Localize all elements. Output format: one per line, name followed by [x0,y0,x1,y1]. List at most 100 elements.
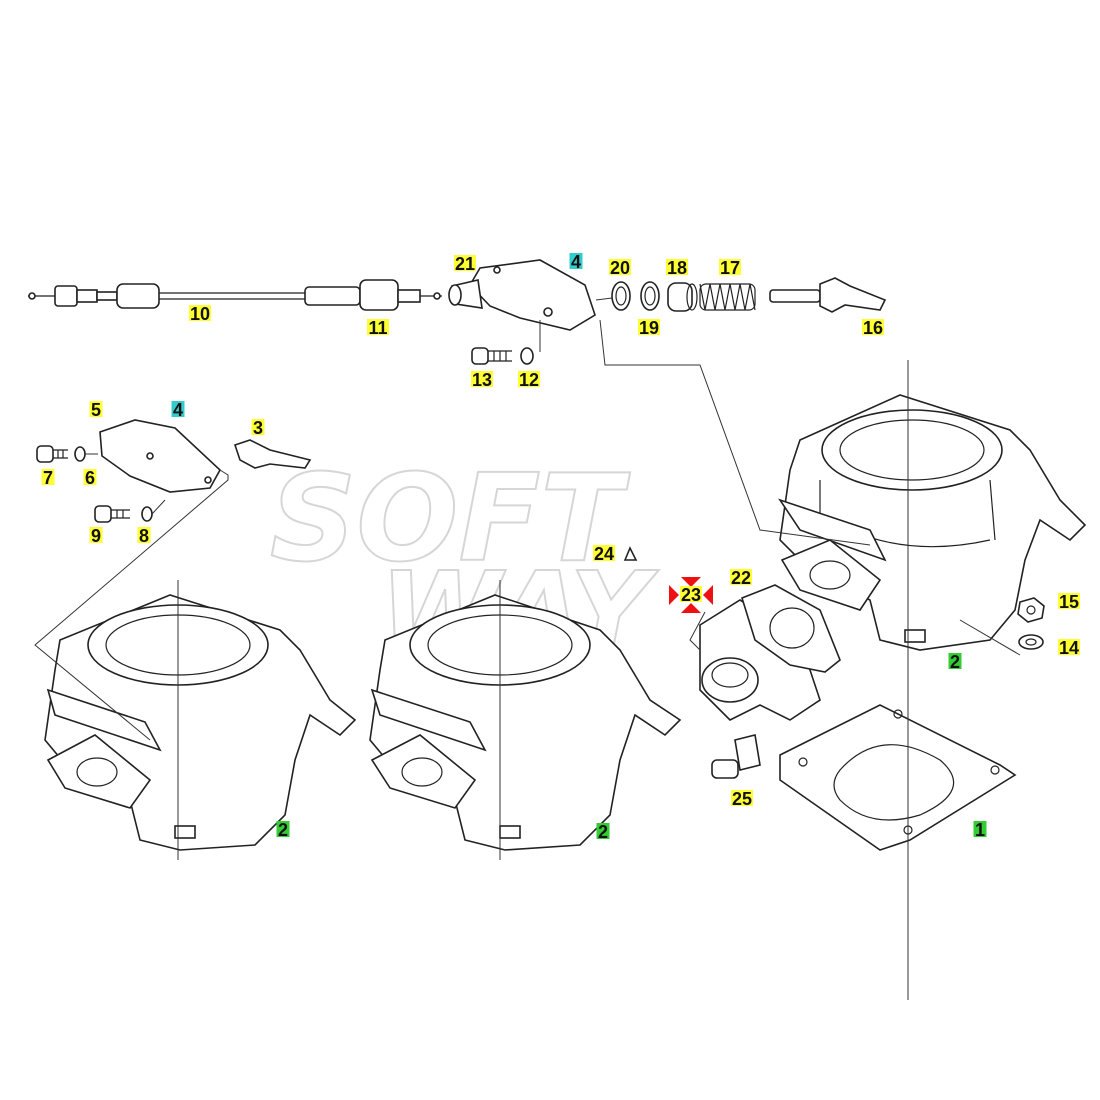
callout-1[interactable]: 1 [973,820,987,840]
callout-highlight [367,319,389,335]
valve-housing-part[interactable] [448,259,596,331]
valve-washer-part[interactable] [640,281,660,311]
callout-14[interactable]: 14 [1058,638,1080,658]
callout-text: 2 [598,822,608,842]
callout-text: 11 [368,318,387,338]
callout-12[interactable]: 12 [518,370,540,390]
callout-5[interactable]: 5 [89,400,103,420]
exhaust-gasket-part[interactable] [741,584,841,673]
callout-text: 15 [1059,592,1079,612]
callout-text: 4 [173,400,183,420]
screw-7-part[interactable] [36,445,68,463]
callout-text: 20 [610,258,630,278]
screw-9-part[interactable] [94,505,130,523]
callout-text: 9 [91,526,101,546]
callout-highlight [948,653,962,669]
callout-text: 22 [731,568,751,588]
callout-highlight [41,469,55,485]
washer-6-part[interactable] [74,446,86,462]
cylinder-base-gasket-part[interactable] [779,704,1017,851]
callout-highlight [569,253,583,269]
callout-6[interactable]: 6 [83,468,97,488]
callout-19[interactable]: 19 [638,318,660,338]
callout-9[interactable]: 9 [89,526,103,546]
callout-2c[interactable]: 2 [596,822,610,842]
callout-highlight [596,823,610,839]
nut-15-part[interactable] [1017,597,1045,623]
cylinder-right-part[interactable] [778,394,1087,651]
callout-highlight [518,371,540,387]
callout-15[interactable]: 15 [1058,592,1080,612]
valve-sleeve-part[interactable] [667,282,698,312]
callout-highlight [89,401,103,417]
callout-2b[interactable]: 2 [276,820,290,840]
callout-text: 17 [720,258,740,278]
valve-cover-plate-part[interactable] [99,419,222,493]
callout-text: 7 [43,468,53,488]
callout-3[interactable]: 3 [251,418,265,438]
screw-13-part[interactable] [471,347,512,365]
valve-ring-part[interactable] [611,281,631,311]
callout-highlight [730,569,752,585]
callout-highlight [471,371,493,387]
callout-20[interactable]: 20 [609,258,631,278]
callout-7[interactable]: 7 [41,468,55,488]
callout-highlight [137,527,151,543]
watermark-line1: SOFT [270,450,630,589]
callout-highlight [89,527,103,543]
callout-text: 18 [667,258,687,278]
callout-text: 2 [950,652,960,672]
callout-highlight [666,259,688,275]
callout-23[interactable]: 23 [680,585,702,605]
callout-text: 25 [732,789,752,809]
callout-10[interactable]: 10 [189,304,211,324]
callout-highlight [276,821,290,837]
callout-text: 8 [139,526,149,546]
valve-blade-small-part[interactable] [233,439,312,469]
callout-text: 13 [472,370,492,390]
callout-text: 24 [594,544,614,564]
leader-lines [34,297,1021,1000]
exhaust-valve-cable-part[interactable] [28,279,442,311]
callout-text: 12 [519,370,539,390]
callout-25[interactable]: 25 [731,789,753,809]
flange-bolt-part[interactable] [711,734,761,779]
valve-spring-part[interactable] [699,283,756,311]
callout-4b[interactable]: 4 [171,400,185,420]
callout-24[interactable]: 24 [593,544,615,564]
callout-text: 5 [91,400,101,420]
callout-8[interactable]: 8 [137,526,151,546]
callout-text: 1 [975,820,985,840]
cylinder-left-part[interactable] [44,594,357,851]
callout-text: 16 [863,318,883,338]
callout-16[interactable]: 16 [862,318,884,338]
callout-21[interactable]: 21 [454,254,476,274]
callout-2a[interactable]: 2 [948,652,962,672]
washer-12-part[interactable] [520,347,534,365]
callout-highlight [1058,639,1080,655]
selection-marker [669,577,713,613]
exhaust-valve-blade-part[interactable] [769,277,887,313]
callout-18[interactable]: 18 [666,258,688,278]
locating-pin-part[interactable] [623,546,638,561]
callout-text: 23 [681,585,701,605]
callout-13[interactable]: 13 [471,370,493,390]
exhaust-flange-part[interactable] [699,599,821,721]
callout-highlight [680,586,702,602]
callout-text: 14 [1059,638,1079,658]
callout-highlight [454,255,476,271]
washer-8-part[interactable] [141,506,153,522]
callout-text: 4 [571,252,581,272]
callout-highlight [731,790,753,806]
callout-highlight [83,469,97,485]
callout-11[interactable]: 11 [367,318,389,338]
callout-22[interactable]: 22 [730,568,752,588]
callout-highlight [189,305,211,321]
callout-text: 3 [253,418,263,438]
washer-14-part[interactable] [1018,634,1044,650]
callout-17[interactable]: 17 [719,258,741,278]
callout-4a[interactable]: 4 [569,252,583,272]
callout-highlight [638,319,660,335]
